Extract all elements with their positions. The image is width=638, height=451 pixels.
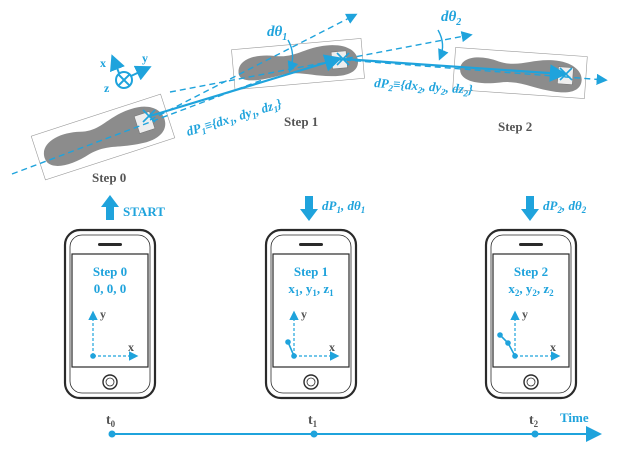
- body-frame-axes-icon: [110, 54, 152, 89]
- timeline-label-t1: t1: [308, 413, 318, 429]
- timeline-label-t0: t0: [106, 413, 116, 429]
- phone-1-y-label: y: [301, 307, 307, 321]
- phone-1-title: Step 1: [294, 264, 328, 279]
- axis-y-label: y: [142, 51, 148, 65]
- footprint-step-0: [30, 93, 176, 181]
- position-mark-1: [336, 52, 350, 66]
- angle-arc-2: [437, 29, 449, 61]
- timeline-tick-2: [531, 430, 539, 438]
- step-event-arrow-1: [300, 196, 318, 221]
- step-label-1: Step 1: [284, 114, 318, 129]
- displacement-label-1: dP1≡{dx1, dy1, dz1}: [184, 96, 284, 141]
- step-event-arrow-2: [521, 196, 539, 221]
- heading-line-1: [149, 13, 358, 121]
- angle-arc-1: [287, 39, 299, 73]
- step-label-0: Step 0: [92, 170, 126, 185]
- phone-0-x-label: x: [128, 340, 134, 354]
- phone-0-title: Step 0: [93, 264, 127, 279]
- phone-1-coords: x1, y1, z1: [288, 281, 334, 298]
- timeline-time-label: Time: [560, 410, 589, 425]
- phone-2-track-point-0: [497, 332, 503, 338]
- step-event-label-2: dP2, dθ2: [543, 198, 587, 215]
- phone-2-x-label: x: [550, 340, 556, 354]
- phone-2-y-label: y: [522, 307, 528, 321]
- start-label: START: [123, 204, 165, 219]
- phone-2-coords: x2, y2, z2: [508, 281, 554, 298]
- start-arrow-icon: [101, 195, 119, 220]
- phone-1-track-point-0: [285, 339, 291, 345]
- timeline-tick-1: [310, 430, 318, 438]
- phone-1-axes: [289, 310, 340, 361]
- displacement-arrow-1: [149, 54, 343, 118]
- axis-x-label: x: [100, 56, 106, 70]
- timeline-tick-0: [108, 430, 116, 438]
- phone-2-title: Step 2: [514, 264, 548, 279]
- phone-0-axes: [88, 310, 139, 361]
- step-label-2: Step 2: [498, 119, 532, 134]
- timeline-label-t2: t2: [529, 413, 539, 429]
- phone-2-track-point-1: [505, 340, 511, 346]
- phone-1-x-label: x: [329, 340, 335, 354]
- step-event-label-1: dP1, dθ1: [322, 198, 365, 215]
- phone-2-track-point-2: [512, 353, 518, 359]
- phone-2-axes: [510, 310, 561, 361]
- position-mark-0: [142, 109, 156, 123]
- position-mark-2: [559, 67, 573, 81]
- phone-step-2: [484, 228, 578, 400]
- phone-step-0: [63, 228, 157, 400]
- displacement-arrow-2: [342, 57, 568, 82]
- phone-step-1: [264, 228, 358, 400]
- heading-line-3: [344, 59, 608, 85]
- angle-label-2: dθ2: [441, 9, 461, 28]
- phone-0-track-point-0: [90, 353, 96, 359]
- phone-1-track-point-1: [291, 353, 297, 359]
- phone-0-coords: 0, 0, 0: [94, 281, 127, 296]
- footprint-step-1: [231, 38, 365, 90]
- displacement-label-2: dP2≡{dx2, dy2, dz2}: [374, 75, 474, 99]
- phone-0-y-label: y: [100, 307, 106, 321]
- axis-z-label: z: [104, 81, 110, 95]
- angle-label-1: dθ1: [267, 24, 287, 43]
